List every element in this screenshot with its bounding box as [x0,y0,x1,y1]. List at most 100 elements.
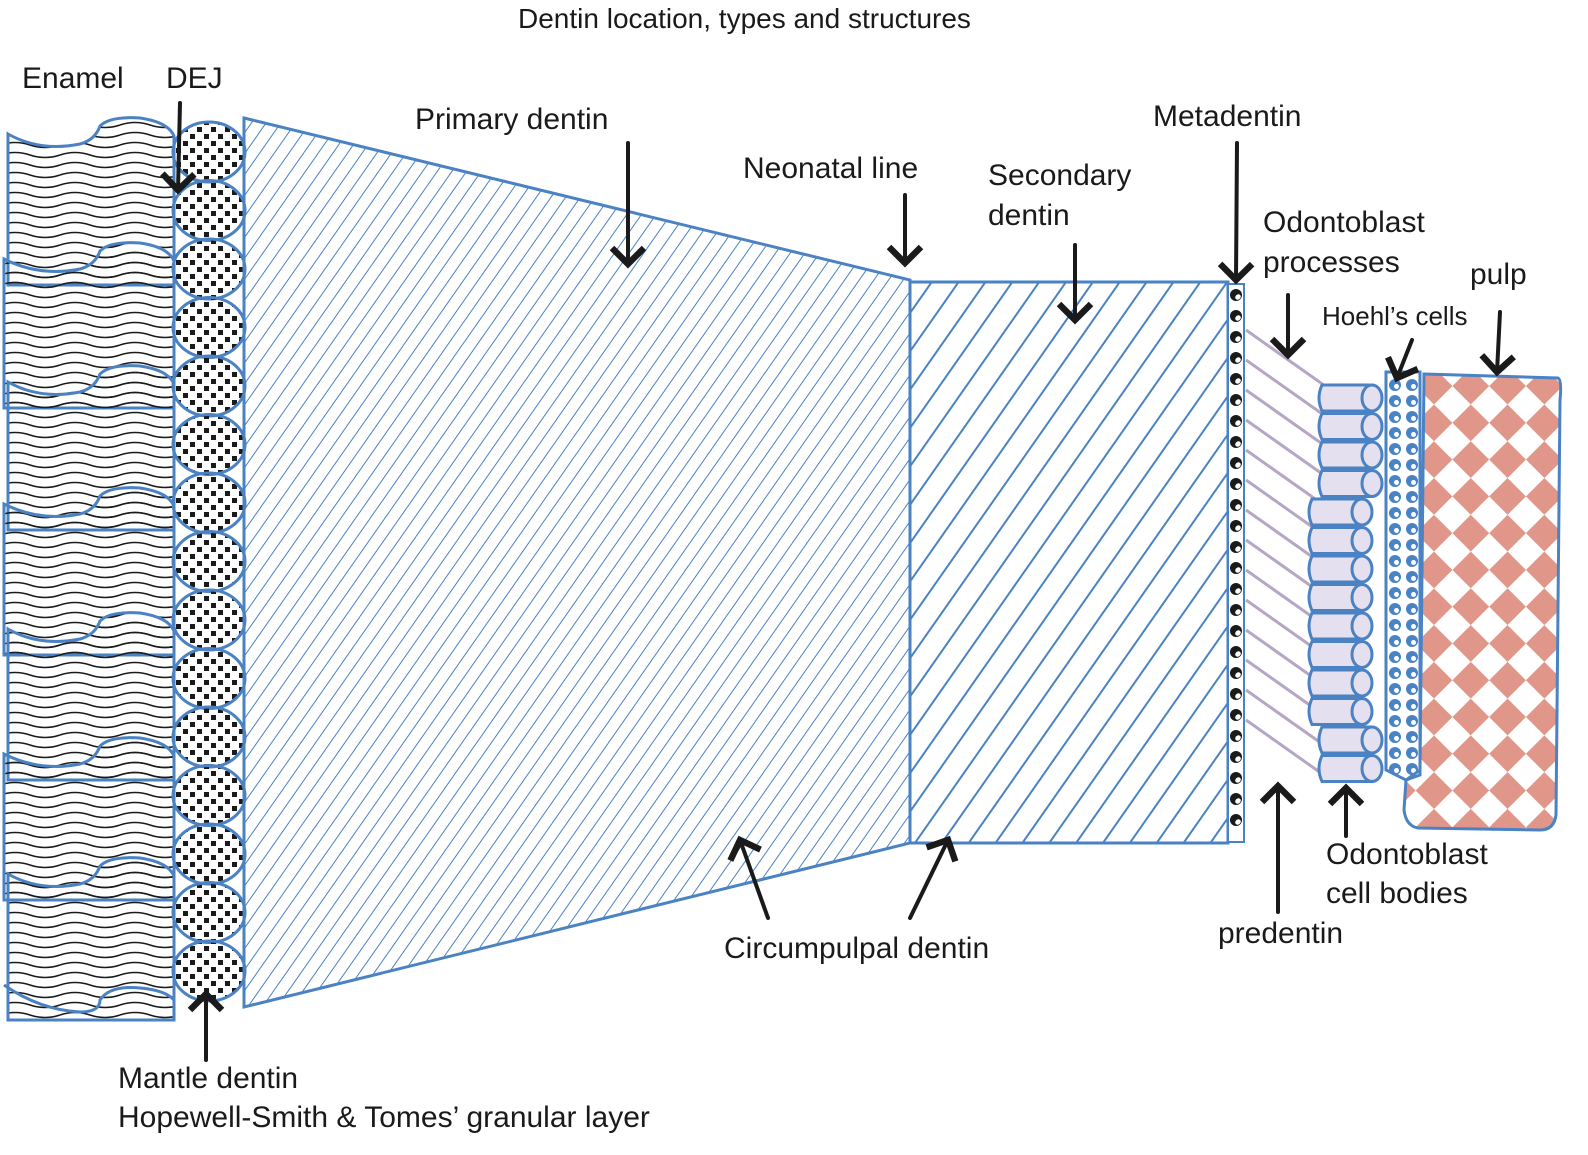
hoehls-cell-nucleus [1411,576,1416,581]
hoehls-cell-nucleus [1411,480,1416,485]
odontoblast-cell-end [1350,583,1374,612]
metadentin-bead-highlight [1235,378,1241,384]
odontoblast-cell [1307,668,1364,698]
odontoblast-cell-end [1360,469,1384,498]
mantle-dentin-globule [171,647,247,710]
metadentin-bead-highlight [1235,609,1241,615]
metadentin-bead-highlight [1235,651,1241,657]
odontoblast-process [1245,688,1329,750]
metadentin-bead-highlight [1235,336,1241,342]
metadentin-bead-highlight [1235,588,1241,594]
odontoblast-cell-bodies [1307,383,1384,783]
odontoblast-cell [1307,526,1364,555]
metadentin-bead-highlight [1235,777,1241,783]
metadentin-bead-highlight [1235,504,1241,510]
metadentin-bead-highlight [1235,693,1241,699]
hoehls-cell-nucleus [1394,688,1399,693]
odontoblast-cell-end [1350,554,1374,584]
hoehls-cell-nucleus [1411,624,1416,629]
odontoblast-cell [1307,583,1364,612]
mantle-dentin-region [171,120,247,1003]
pulp-arrow [1479,310,1516,377]
circumpulpal-primary-arrow [727,835,770,920]
hoehls-cell-nucleus [1411,528,1416,533]
primary-dentin-region [242,116,912,1009]
hoehls-cell-nucleus [1411,432,1416,437]
metadentin-bead-highlight [1235,756,1241,762]
hoehls-cell-nucleus [1394,512,1399,517]
odontoblast-cell [1307,697,1364,726]
label-primary-dentin: Primary dentin [415,103,609,136]
metadentin-arrow [1217,141,1255,285]
enamel-region [2,116,176,1022]
mantle-dentin-globule [171,530,247,593]
hoehls-cell-nucleus [1411,768,1416,773]
label-odontoblast-cell-bodies-line1: Odontoblast [1326,838,1488,871]
diagram-title: Dentin location, types and structures [518,3,971,34]
odontoblast-cell-end [1360,754,1384,783]
hoehls-cell-nucleus [1411,560,1416,565]
hoehls-cell-nucleus [1394,576,1399,581]
mantle-dentin-globule [171,764,247,827]
odontoblast-process [1245,388,1329,450]
hoehls-cell-nucleus [1394,640,1399,645]
label-metadentin: Metadentin [1153,100,1302,133]
hoehls-cell-nucleus [1394,672,1399,677]
hoehls-cell-nucleus [1411,688,1416,693]
odontoblast-cell [1307,640,1364,669]
dej-arrow [160,101,197,195]
label-secondary-dentin-line2: dentin [988,199,1070,232]
hoehls-cell-nucleus [1411,384,1416,389]
hoehls-cell-nucleus [1411,400,1416,405]
label-secondary-dentin-line1: Secondary [988,159,1132,192]
hoehls-cell-nucleus [1411,672,1416,677]
metadentin-bead-highlight [1235,630,1241,636]
hoehls-cell-nucleus [1411,544,1416,549]
odontoblast-process [1245,418,1329,480]
odontoblast-cell-end [1350,526,1374,555]
metadentin-bead-highlight [1235,315,1241,321]
label-dej: DEJ [166,62,223,95]
hoehls-cell-nucleus [1394,752,1399,757]
hoehls-cell-nucleus [1394,768,1399,773]
metadentin-layer [1227,283,1245,843]
hoehls-cell-nucleus [1394,384,1399,389]
mantle-dentin-globule [171,471,247,535]
mantle-dentin-globule [171,237,247,301]
mantle-dentin-globule [171,179,247,242]
hoehls-cell-nucleus [1411,448,1416,453]
mantle-dentin-globule [171,120,247,184]
label-hoehls-cells: Hoehl’s cells [1322,301,1468,331]
odontoblast-cell [1307,497,1364,527]
mantle-dentin-globule [171,705,247,769]
metadentin-bead-highlight [1235,672,1241,678]
hoehls-cell-nucleus [1394,704,1399,709]
hoehls-cell-nucleus [1411,416,1416,421]
odontoblast-cell-end [1350,668,1374,698]
mantle-dentin-globule [171,881,247,944]
hoehls-cell-nucleus [1394,720,1399,725]
odontoblast-cell [1317,725,1374,755]
hoehls-cells-layer [1384,370,1422,782]
metadentin-bead-highlight [1235,357,1241,363]
odontoblast-process [1245,718,1329,780]
metadentin-bead-highlight [1235,420,1241,426]
odontoblast-cell-end [1360,412,1384,441]
odontoblast-cell [1307,611,1364,641]
odontoblast-cell [1317,440,1374,470]
hoehls-cell-nucleus [1394,528,1399,533]
label-mantle-dentin: Mantle dentin [118,1062,299,1095]
hoehls-cell-nucleus [1394,608,1399,613]
mantle-dentin-globule [171,296,247,359]
hoehls-cell-nucleus [1394,656,1399,661]
metadentin-bead-highlight [1235,798,1241,804]
label-enamel: Enamel [22,62,124,95]
odontoblast-cell-end [1360,383,1384,413]
hoehls-cell-nucleus [1411,464,1416,469]
metadentin-bead-highlight [1235,525,1241,531]
hoehls-cell-nucleus [1394,496,1399,501]
label-odontoblast-cell-bodies-line2: cell bodies [1326,877,1468,910]
odontoblast-cell-end [1350,497,1374,527]
odontoblast-cell [1317,412,1374,441]
hoehls-cells-arrow [1385,338,1420,383]
